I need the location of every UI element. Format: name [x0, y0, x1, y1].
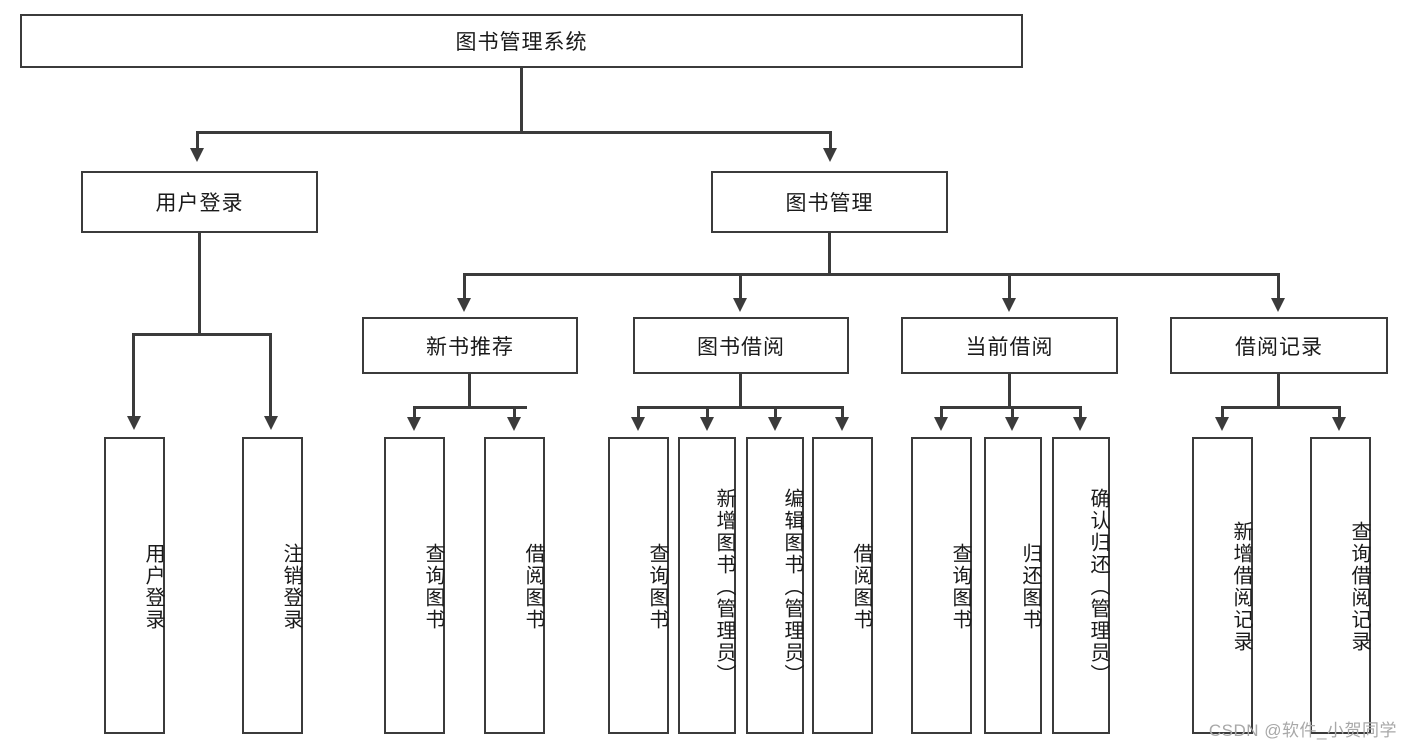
arrowhead-leaf-add-record: [1215, 417, 1229, 431]
connector-book-borrow-stem: [739, 374, 742, 409]
connector-nbr-leaf2: [513, 406, 516, 420]
node-leaf-user-login[interactable]: 用户登录: [104, 437, 165, 734]
connector-borrow-record-stem: [1277, 374, 1280, 409]
connector-bb-leaf2: [706, 406, 709, 420]
connector-bb-leaf3: [774, 406, 777, 420]
node-leaf-borrow-book-1-label: 借阅图书: [522, 542, 544, 631]
arrowhead-root-to-user-login: [190, 148, 204, 162]
node-leaf-confirm-return[interactable]: 确认归还（管理员）: [1052, 437, 1110, 734]
node-leaf-confirm-return-label: 确认归还（管理员）: [1087, 487, 1109, 686]
node-current-borrow-label: 当前借阅: [965, 335, 1054, 359]
connector-to-new-book-recommend: [463, 273, 466, 301]
node-leaf-query-record[interactable]: 查询借阅记录: [1310, 437, 1371, 734]
node-user-login-label: 用户登录: [155, 192, 244, 215]
arrowhead-leaf-add-book: [700, 417, 714, 431]
connector-user-login-right: [269, 333, 272, 419]
node-leaf-add-record[interactable]: 新增借阅记录: [1192, 437, 1253, 734]
arrowhead-leaf-return-book: [1005, 417, 1019, 431]
node-leaf-borrow-book-2-label: 借阅图书: [850, 542, 872, 631]
node-root-title[interactable]: 图书管理系统: [20, 14, 1023, 68]
arrowhead-leaf-borrow-book-2: [835, 417, 849, 431]
connector-new-book-recommend-stem: [468, 374, 471, 409]
node-leaf-logout-label: 注销登录: [280, 542, 302, 631]
node-book-borrow-label: 图书借阅: [697, 335, 785, 359]
connector-user-login-stem: [198, 233, 201, 335]
connector-to-current-borrow: [1008, 273, 1011, 301]
arrowhead-leaf-query-book-3: [934, 417, 948, 431]
node-borrow-record[interactable]: 借阅记录: [1170, 317, 1388, 374]
node-book-manage[interactable]: 图书管理: [711, 171, 948, 233]
connector-to-borrow-record: [1277, 273, 1280, 301]
node-root-label: 图书管理系统: [455, 31, 588, 54]
node-user-login[interactable]: 用户登录: [81, 171, 318, 233]
node-leaf-query-book-1[interactable]: 查询图书: [384, 437, 445, 734]
arrowhead-leaf-borrow-book-1: [507, 417, 521, 431]
arrowhead-leaf-confirm-return: [1073, 417, 1087, 431]
arrowhead-leaf-logout: [264, 416, 278, 430]
connector-cb-leaf2: [1011, 406, 1014, 420]
node-borrow-record-label: 借阅记录: [1235, 335, 1323, 359]
node-leaf-add-record-label: 新增借阅记录: [1230, 520, 1252, 653]
node-leaf-query-book-2[interactable]: 查询图书: [608, 437, 669, 734]
node-book-manage-label: 图书管理: [785, 192, 874, 215]
arrowhead-leaf-edit-book: [768, 417, 782, 431]
connector-user-login-left: [132, 333, 135, 419]
connector-user-login-bus: [132, 333, 271, 336]
connector-current-borrow-stem: [1008, 374, 1011, 409]
connector-to-book-borrow: [739, 273, 742, 301]
node-current-borrow[interactable]: 当前借阅: [901, 317, 1118, 374]
node-leaf-return-book[interactable]: 归还图书: [984, 437, 1042, 734]
connector-bb-leaf4: [841, 406, 844, 420]
node-leaf-edit-book[interactable]: 编辑图书（管理员）: [746, 437, 804, 734]
connector-book-manage-bus: [463, 273, 1280, 276]
arrowhead-book-borrow: [733, 298, 747, 312]
node-new-book-recommend-label: 新书推荐: [426, 335, 514, 359]
connector-borrow-record-bus: [1221, 406, 1341, 409]
node-leaf-return-book-label: 归还图书: [1019, 542, 1041, 631]
node-leaf-query-record-label: 查询借阅记录: [1348, 520, 1370, 653]
connector-br-leaf1: [1221, 406, 1224, 420]
node-leaf-query-book-3-label: 查询图书: [949, 542, 971, 631]
connector-book-borrow-bus: [637, 406, 843, 409]
node-leaf-borrow-book-2[interactable]: 借阅图书: [812, 437, 873, 734]
node-new-book-recommend[interactable]: 新书推荐: [362, 317, 578, 374]
node-leaf-add-book[interactable]: 新增图书（管理员）: [678, 437, 736, 734]
node-leaf-query-book-2-label: 查询图书: [646, 542, 668, 631]
arrowhead-leaf-user-login: [127, 416, 141, 430]
node-leaf-borrow-book-1[interactable]: 借阅图书: [484, 437, 545, 734]
connector-cb-leaf1: [940, 406, 943, 420]
connector-root-bus: [196, 131, 832, 134]
connector-bb-leaf1: [637, 406, 640, 420]
node-leaf-query-book-3[interactable]: 查询图书: [911, 437, 972, 734]
node-book-borrow[interactable]: 图书借阅: [633, 317, 849, 374]
arrowhead-leaf-query-book-1: [407, 417, 421, 431]
connector-br-leaf2: [1338, 406, 1341, 420]
arrowhead-leaf-query-record: [1332, 417, 1346, 431]
arrowhead-new-book-recommend: [457, 298, 471, 312]
connector-book-manage-stem: [828, 233, 831, 275]
node-leaf-query-book-1-label: 查询图书: [422, 542, 444, 631]
arrowhead-leaf-query-book-2: [631, 417, 645, 431]
connector-cb-leaf3: [1079, 406, 1082, 420]
connector-root-to-user-login: [196, 131, 199, 151]
node-leaf-edit-book-label: 编辑图书（管理员）: [781, 487, 803, 686]
connector-new-book-recommend-bus: [413, 406, 527, 409]
connector-nbr-leaf1: [413, 406, 416, 420]
node-leaf-user-login-label: 用户登录: [142, 542, 164, 631]
arrowhead-current-borrow: [1002, 298, 1016, 312]
node-leaf-logout[interactable]: 注销登录: [242, 437, 303, 734]
arrowhead-root-to-book-manage: [823, 148, 837, 162]
node-leaf-add-book-label: 新增图书（管理员）: [713, 487, 735, 686]
arrowhead-borrow-record: [1271, 298, 1285, 312]
connector-root-stem: [520, 68, 523, 133]
connector-root-to-book-manage: [829, 131, 832, 151]
watermark-text: CSDN @软件_小贺同学: [1208, 721, 1397, 740]
